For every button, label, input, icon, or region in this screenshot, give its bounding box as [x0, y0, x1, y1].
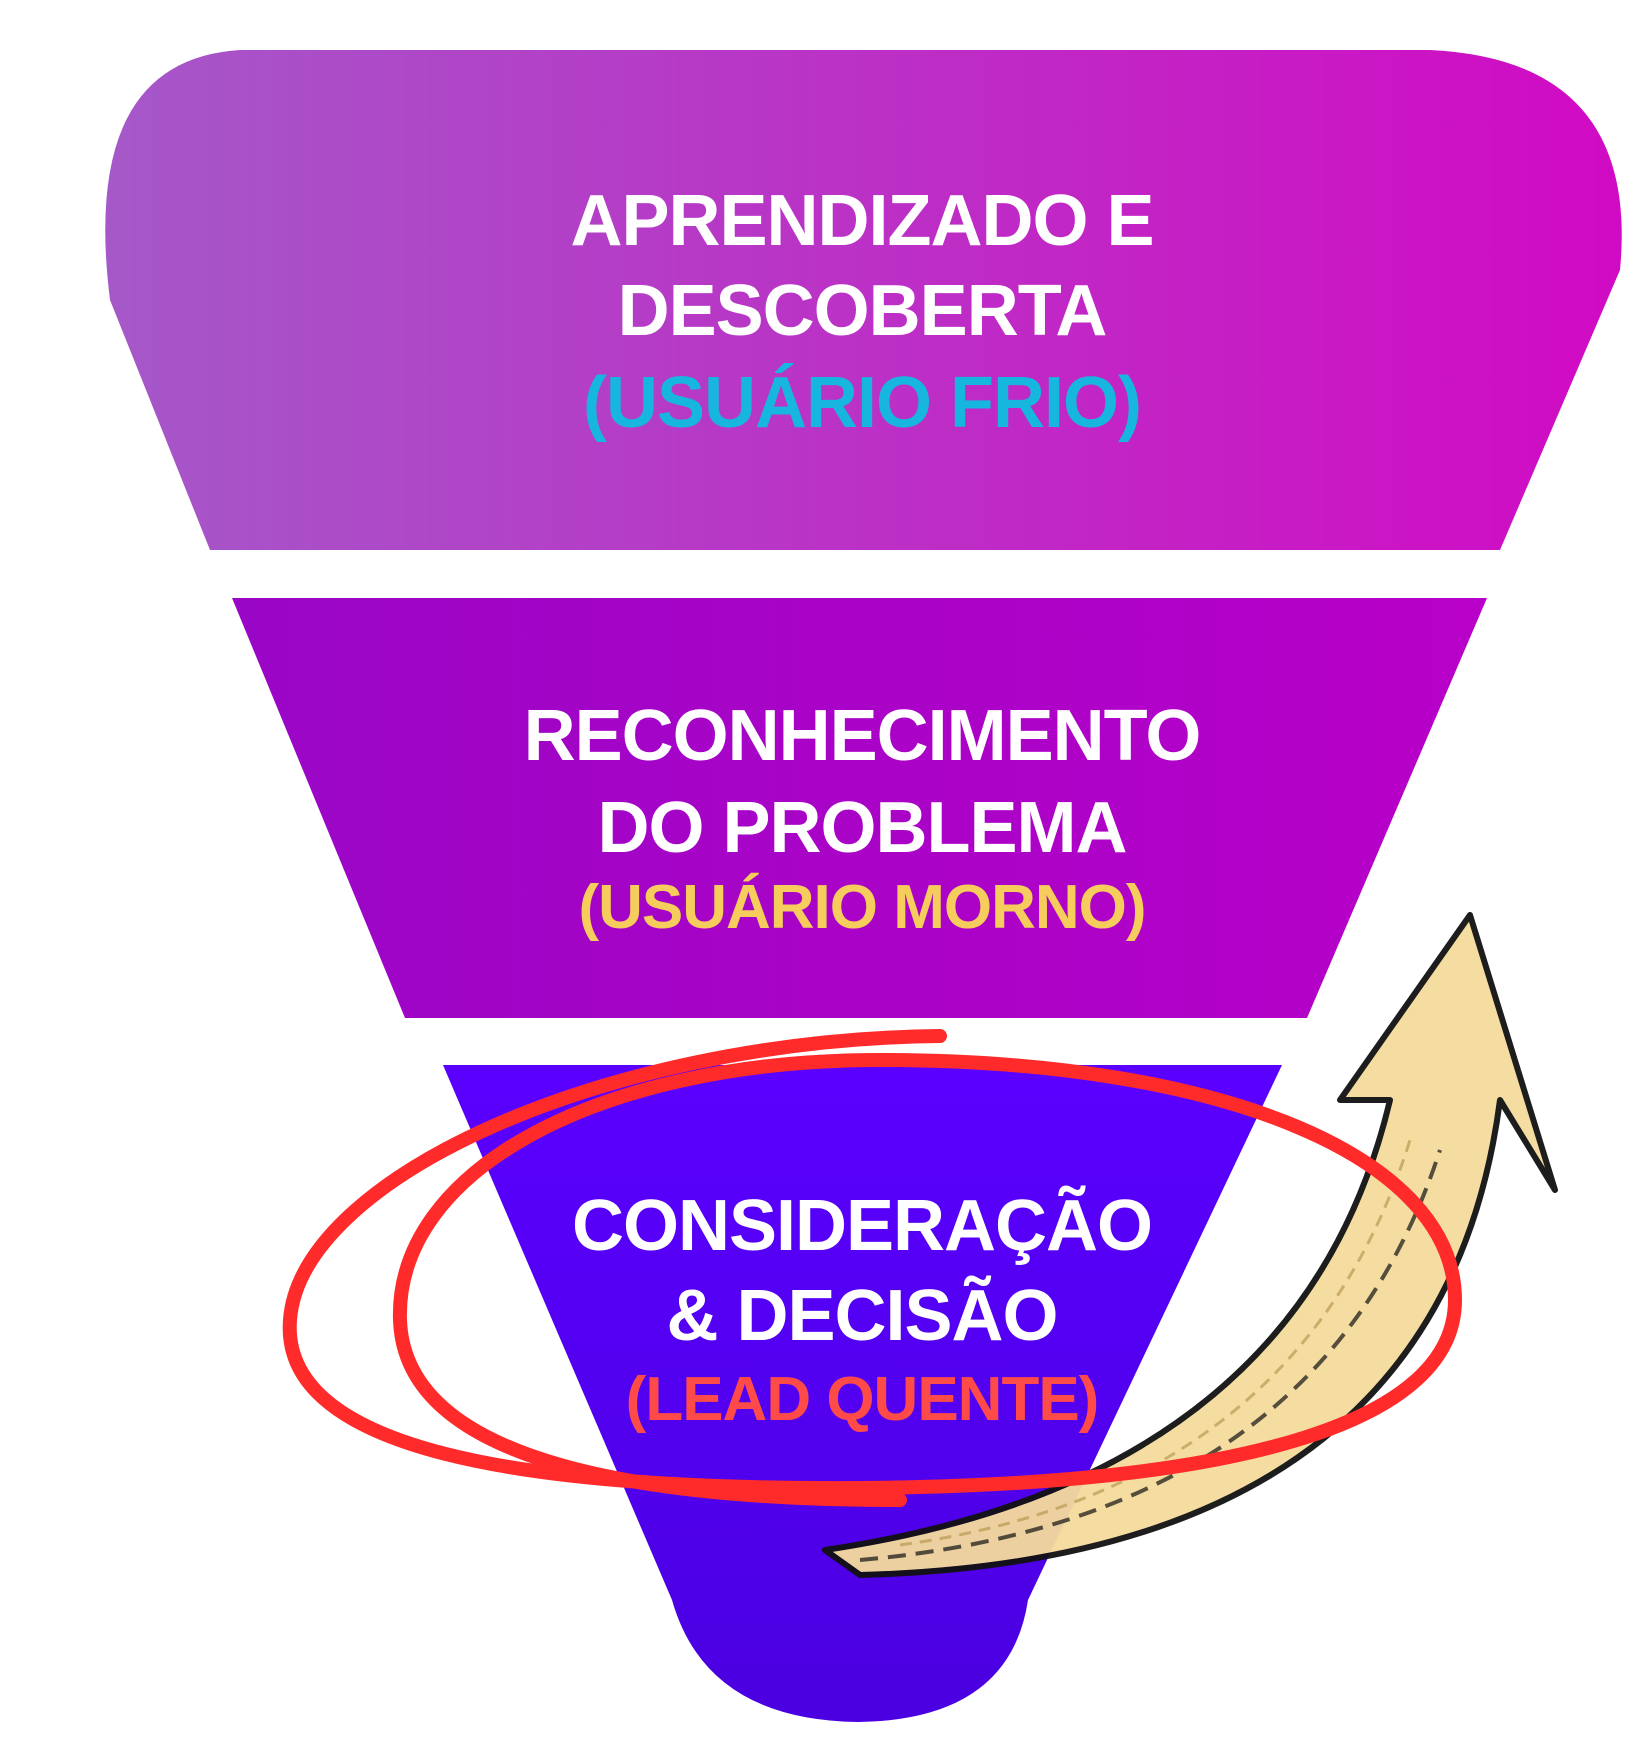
stage-1-line2: DESCOBERTA [618, 271, 1107, 351]
stage-3-tag: (LEAD QUENTE) [626, 1365, 1099, 1434]
stage-3-line1: CONSIDERAÇÃO [572, 1185, 1152, 1266]
stage-2-tag: (USUÁRIO MORNO) [578, 873, 1145, 942]
funnel-stage-3 [443, 1065, 1282, 1722]
funnel-stage-1 [105, 50, 1622, 550]
stage-1-tag: (USUÁRIO FRIO) [583, 363, 1141, 443]
stage-2-line2: DO PROBLEMA [598, 788, 1127, 868]
funnel-stage-2 [232, 598, 1487, 1018]
stage-2-line1: RECONHECIMENTO [524, 696, 1201, 776]
upward-arrow-icon [822, 912, 1558, 1578]
stage-1-line1: APRENDIZADO E [570, 181, 1153, 261]
highlight-circle [282, 1029, 1463, 1507]
stage-3-line2: & DECISÃO [666, 1275, 1057, 1356]
